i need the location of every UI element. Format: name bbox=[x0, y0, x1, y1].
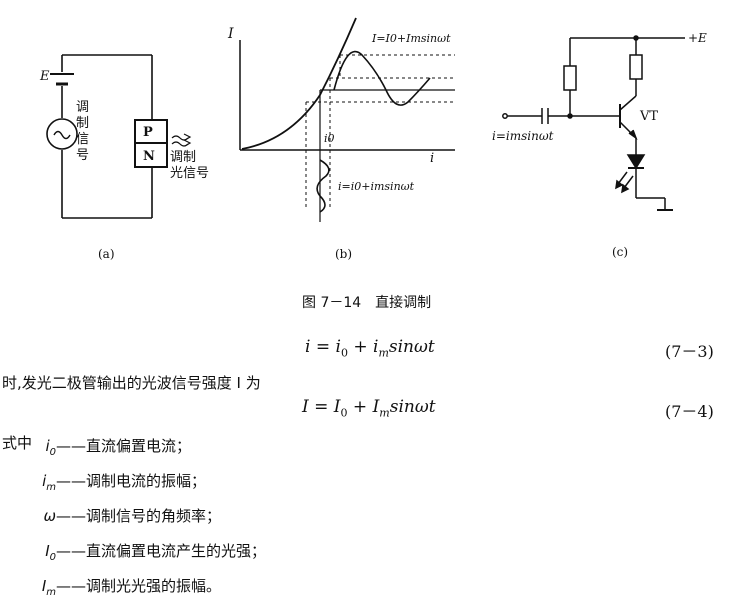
transistor-label: VT bbox=[639, 109, 658, 124]
p-label: P bbox=[143, 125, 153, 140]
equation-7-4: I = I0 + Imsinωt bbox=[302, 397, 436, 420]
y-axis-label: I bbox=[227, 26, 234, 42]
x-axis-label: i bbox=[430, 151, 434, 166]
n-label: N bbox=[143, 149, 155, 164]
definitions-list: i0——直流偏置电流； im——调制电流的振幅； ω——调制信号的角频率； I0… bbox=[0, 432, 266, 607]
circuit-a bbox=[46, 54, 192, 219]
definitions-intro: 式中 bbox=[2, 434, 33, 452]
supply-label: +E bbox=[688, 31, 707, 45]
definition-item: Im——调制光光强的振幅。 bbox=[41, 577, 222, 598]
figure-c-label: (c) bbox=[612, 245, 628, 259]
definition-item: im——调制电流的振幅； bbox=[42, 472, 207, 493]
definition-item: I0——直流偏置电流产生的光强； bbox=[45, 542, 267, 563]
definition-item: i0——直流偏置电流； bbox=[45, 437, 192, 458]
light-signal-label: 调制 光信号 bbox=[170, 150, 210, 181]
signal-label: 调 制 信 号 bbox=[76, 100, 90, 163]
figure-diagram: E P N (a) I i i0 I=I0+Imsinωt i=i0+imsin… bbox=[39, 17, 707, 261]
input-equation-label: i=imsinωt bbox=[492, 129, 554, 143]
circuit-c bbox=[502, 35, 685, 211]
equation-number-7-3: (7－3) bbox=[665, 342, 714, 361]
figure-a-label: (a) bbox=[98, 247, 115, 261]
body-text-line: 时,发光二极管输出的光波信号强度 I 为 bbox=[2, 374, 261, 392]
equation-number-7-4: (7－4) bbox=[665, 402, 714, 421]
i0-label: i0 bbox=[324, 132, 335, 145]
current-equation-label: i=i0+imsinωt bbox=[338, 180, 415, 193]
figure-caption: 图 7－14 直接调制 bbox=[302, 295, 432, 311]
equation-7-3: i = i0 + imsinωt bbox=[305, 337, 435, 360]
figure-b-label: (b) bbox=[335, 247, 352, 261]
light-equation-label: I=I0+Imsinωt bbox=[371, 32, 451, 45]
graph-b bbox=[239, 17, 455, 222]
definition-item: ω——调制信号的角频率； bbox=[43, 507, 222, 525]
battery-label: E bbox=[39, 69, 50, 84]
